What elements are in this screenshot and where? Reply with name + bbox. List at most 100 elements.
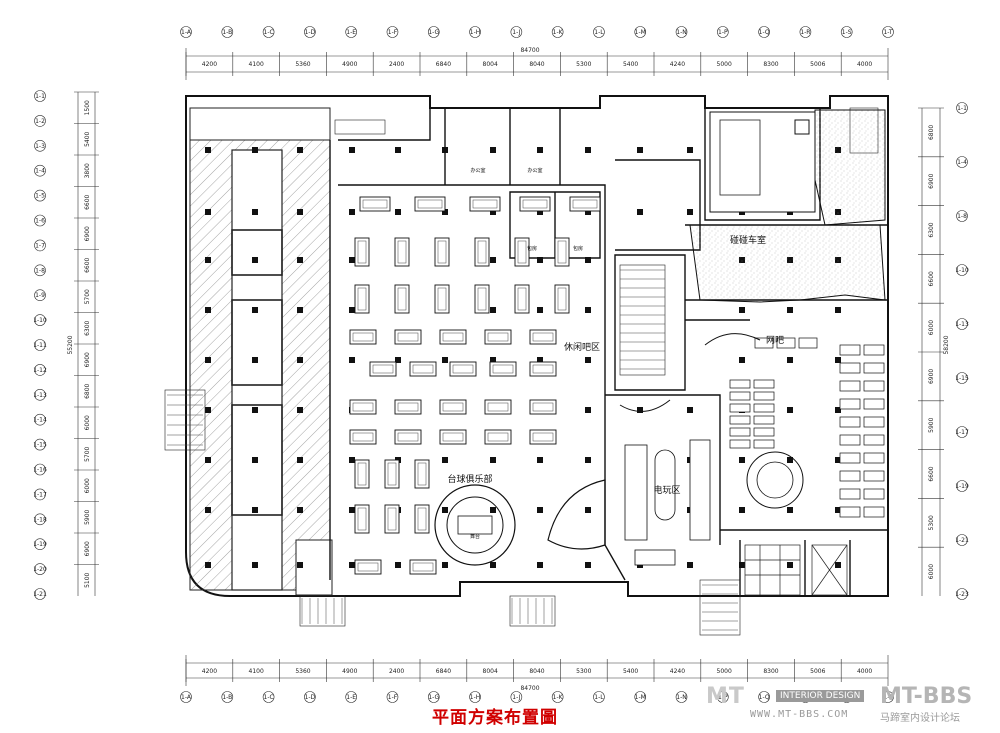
axis-label: 1-A (181, 29, 192, 36)
billiard-table (569, 196, 601, 212)
label-vip-1: 包房 (527, 245, 537, 252)
axis-bubble (956, 102, 968, 114)
column (349, 147, 355, 153)
dimension-value: 6900 (928, 173, 935, 188)
axis-bubble (34, 388, 46, 401)
left-axis-bubbles: 1-11-21-31-41-51-61-71-81-91-101-111-121… (33, 90, 47, 600)
axis-bubble (180, 691, 192, 703)
column (537, 209, 543, 215)
axis-bubble (956, 156, 968, 168)
column (349, 257, 355, 263)
dimension-value: 8300 (763, 61, 778, 68)
pc-desk (863, 344, 885, 356)
axis-label: 1-T (883, 694, 892, 701)
axis-label: 1-L (594, 29, 604, 36)
column (252, 307, 258, 313)
axis-bubble (34, 289, 46, 302)
dimension-value: 5700 (84, 446, 91, 461)
axis-label: 1-G (428, 29, 439, 36)
column (205, 307, 211, 313)
axis-bubble (386, 26, 399, 38)
pc-desk (753, 391, 775, 401)
axis-bubble (34, 239, 46, 252)
column (205, 357, 211, 363)
column (739, 357, 745, 363)
billiard-table (359, 196, 391, 212)
axis-label: 1-15 (33, 442, 47, 449)
axis-label: 1-23 (955, 591, 969, 598)
axis-bubble (956, 426, 968, 438)
dimension-value: 4240 (670, 668, 685, 675)
pc-desk (863, 362, 885, 374)
column (687, 407, 693, 413)
billiard-table (414, 459, 430, 489)
column (537, 507, 543, 513)
table-felt (412, 364, 434, 374)
axis-label: 1-11 (33, 342, 47, 349)
axis-label: 1-C (264, 694, 274, 701)
pc-desk (729, 403, 751, 413)
dimension-value: 6000 (928, 320, 935, 335)
dimension-value: 4000 (857, 61, 872, 68)
table-felt (417, 507, 427, 531)
pc-desk (729, 439, 751, 449)
watermark-interior: INTERIOR DESIGN (776, 690, 865, 702)
table-felt (522, 199, 548, 209)
column (252, 147, 258, 153)
column (205, 209, 211, 215)
pc-desk (863, 452, 885, 464)
dimension-value: 4200 (202, 61, 217, 68)
dimension-value: 6800 (928, 125, 935, 140)
axis-bubble (551, 691, 564, 703)
dimension-value: 6300 (84, 320, 91, 335)
axis-label: 1-E (346, 29, 356, 36)
column (585, 209, 591, 215)
axis-label: 1-Q (759, 29, 770, 36)
dimension-value: 5000 (717, 61, 732, 68)
pc-desk (863, 488, 885, 500)
dimension-value: 4100 (249, 668, 264, 675)
axis-label: 1-C (264, 29, 274, 36)
drawing-title: 平面方案布置圖 (432, 708, 558, 728)
internet-cafe-seating (729, 337, 885, 518)
axis-bubble (34, 164, 46, 177)
column (395, 562, 401, 568)
table-felt (397, 432, 419, 442)
dimension-value: 4240 (670, 61, 685, 68)
dimension-value: 5006 (810, 668, 825, 675)
table-felt (557, 287, 567, 311)
axis-bubble (956, 534, 968, 546)
pc-desk (839, 380, 861, 392)
axis-bubble (34, 189, 46, 202)
column (349, 209, 355, 215)
table-felt (417, 462, 427, 486)
table-felt (437, 287, 447, 311)
column (537, 562, 543, 568)
axis-bubble (221, 26, 234, 38)
column (687, 209, 693, 215)
pc-desk (729, 415, 751, 425)
column (297, 407, 303, 413)
axis-label: 1-R (800, 29, 810, 36)
billiard-table (554, 237, 570, 267)
axis-bubble (34, 588, 46, 600)
axis-label: 1-9 (35, 292, 45, 299)
axis-bubble (34, 214, 46, 227)
column (252, 457, 258, 463)
column (205, 457, 211, 463)
axis-label: 1-L (594, 694, 604, 701)
dimension-value: 6000 (928, 564, 935, 579)
billiard-table (489, 361, 517, 377)
column (835, 562, 841, 568)
dimension-value: 8004 (483, 668, 498, 675)
axis-bubble (882, 26, 894, 38)
table-felt (352, 432, 374, 442)
label-leisure-bar: 休闲吧区 (564, 341, 600, 353)
dimension-value: 8300 (763, 668, 778, 675)
axis-label: 1-F (388, 694, 398, 701)
table-felt (517, 287, 527, 311)
